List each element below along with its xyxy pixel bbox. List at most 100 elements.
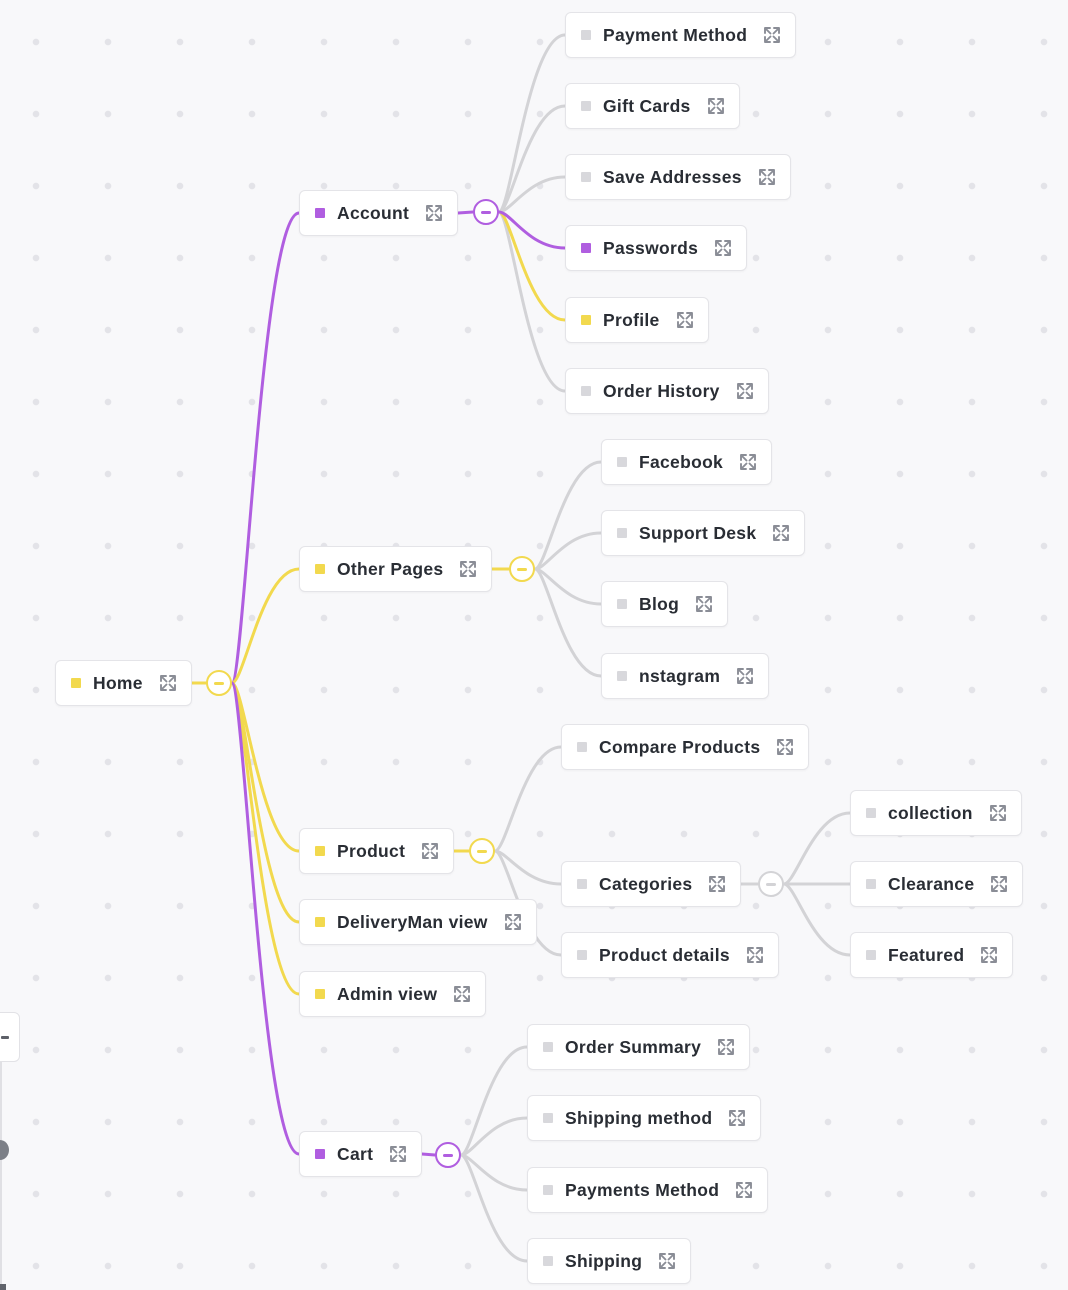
- color-marker: [543, 1042, 553, 1052]
- expand-arrows-icon[interactable]: [987, 802, 1009, 824]
- collapse-minus-icon[interactable]: [435, 1142, 461, 1168]
- node-order-summary[interactable]: Order Summary: [527, 1024, 751, 1070]
- expand-arrows-icon[interactable]: [502, 911, 524, 933]
- connector-line: [497, 104, 567, 214]
- node-compare-products[interactable]: Compare Products: [561, 724, 810, 770]
- connector-line: [782, 811, 852, 886]
- node-admin-view[interactable]: Admin view: [299, 971, 487, 1017]
- expand-arrows-icon[interactable]: [423, 202, 445, 224]
- node-account[interactable]: Account: [299, 190, 459, 236]
- color-marker: [581, 315, 591, 325]
- collapse-minus-icon[interactable]: [469, 838, 495, 864]
- expand-arrows-icon[interactable]: [726, 1107, 748, 1129]
- expand-arrows-icon[interactable]: [457, 558, 479, 580]
- expand-arrows-icon[interactable]: [674, 309, 696, 331]
- node-facebook[interactable]: Facebook: [601, 439, 773, 485]
- expand-arrows-icon[interactable]: [656, 1250, 678, 1272]
- node-gift-cards[interactable]: Gift Cards: [565, 83, 740, 129]
- node-label: Account: [337, 202, 410, 223]
- expand-arrows-icon[interactable]: [715, 1036, 737, 1058]
- color-marker: [581, 30, 591, 40]
- expand-arrows-icon[interactable]: [712, 237, 734, 259]
- connector-line: [230, 567, 301, 685]
- expand-arrows-icon[interactable]: [734, 380, 756, 402]
- collapse-minus-icon[interactable]: [758, 871, 784, 897]
- expand-arrows-icon[interactable]: [978, 944, 1000, 966]
- expand-arrows-icon[interactable]: [988, 873, 1010, 895]
- expand-arrows-icon[interactable]: [774, 736, 796, 758]
- connector-line: [420, 1152, 437, 1157]
- node-cart[interactable]: Cart: [299, 1131, 423, 1177]
- expand-arrows-icon[interactable]: [706, 873, 728, 895]
- expand-arrows-icon[interactable]: [693, 593, 715, 615]
- node-save-addresses[interactable]: Save Addresses: [565, 154, 791, 200]
- connector-line: [459, 1116, 529, 1157]
- minus-glyph: [766, 882, 776, 886]
- node-nstagram[interactable]: nstagram: [601, 653, 770, 699]
- color-marker: [866, 808, 876, 818]
- node-product-details[interactable]: Product details: [561, 932, 779, 978]
- node-deliveryman-view[interactable]: DeliveryMan view: [299, 899, 537, 945]
- expand-arrows-icon[interactable]: [734, 665, 756, 687]
- color-marker: [866, 950, 876, 960]
- color-marker: [866, 879, 876, 889]
- expand-arrows-icon[interactable]: [705, 95, 727, 117]
- collapse-minus-icon[interactable]: [473, 199, 499, 225]
- expand-arrows-icon[interactable]: [733, 1179, 755, 1201]
- expand-arrows-icon[interactable]: [756, 166, 778, 188]
- expand-arrows-icon[interactable]: [451, 983, 473, 1005]
- node-label: Facebook: [639, 451, 724, 472]
- collapse-minus-icon[interactable]: [509, 556, 535, 582]
- node-support-desk[interactable]: Support Desk: [601, 510, 806, 556]
- expand-arrows-icon[interactable]: [419, 840, 441, 862]
- color-marker: [581, 172, 591, 182]
- node-label: collection: [888, 802, 973, 823]
- node-other-pages[interactable]: Other Pages: [299, 546, 493, 592]
- node-label: Payment Method: [603, 24, 748, 45]
- node-payments-method[interactable]: Payments Method: [527, 1167, 769, 1213]
- node-product[interactable]: Product: [299, 828, 455, 874]
- node-blog[interactable]: Blog: [601, 581, 729, 627]
- zoom-in-icon[interactable]: [0, 1284, 6, 1290]
- node-clearance[interactable]: Clearance: [850, 861, 1024, 907]
- node-label: Featured: [888, 944, 965, 965]
- node-categories[interactable]: Categories: [561, 861, 742, 907]
- node-label: Shipping: [565, 1250, 643, 1271]
- node-label: Save Addresses: [603, 166, 742, 187]
- node-label: nstagram: [639, 665, 721, 686]
- node-label: Product details: [599, 944, 730, 965]
- expand-arrows-icon[interactable]: [761, 24, 783, 46]
- node-label: Passwords: [603, 237, 699, 258]
- expand-arrows-icon[interactable]: [770, 522, 792, 544]
- node-featured[interactable]: Featured: [850, 932, 1014, 978]
- zoom-out-icon[interactable]: [1, 1036, 9, 1039]
- zoom-slider-handle[interactable]: [0, 1140, 9, 1160]
- node-profile[interactable]: Profile: [565, 297, 709, 343]
- node-label: Admin view: [337, 983, 438, 1004]
- color-marker: [617, 671, 627, 681]
- color-marker: [543, 1256, 553, 1266]
- node-shipping-method[interactable]: Shipping method: [527, 1095, 762, 1141]
- connector-line: [497, 175, 567, 214]
- collapse-minus-icon[interactable]: [206, 670, 232, 696]
- connector-line: [497, 210, 567, 250]
- node-home[interactable]: Home: [55, 660, 192, 706]
- node-order-history[interactable]: Order History: [565, 368, 769, 414]
- connector-line: [497, 210, 567, 322]
- node-label: Gift Cards: [603, 95, 691, 116]
- node-label: Cart: [337, 1143, 374, 1164]
- expand-arrows-icon[interactable]: [387, 1143, 409, 1165]
- expand-arrows-icon[interactable]: [157, 672, 179, 694]
- color-marker: [617, 528, 627, 538]
- node-collection[interactable]: collection: [850, 790, 1022, 836]
- expand-arrows-icon[interactable]: [737, 451, 759, 473]
- connector-line: [493, 745, 563, 853]
- node-shipping[interactable]: Shipping: [527, 1238, 692, 1284]
- node-label: Blog: [639, 593, 680, 614]
- node-payment-method[interactable]: Payment Method: [565, 12, 797, 58]
- zoom-panel[interactable]: [0, 1012, 20, 1062]
- node-passwords[interactable]: Passwords: [565, 225, 748, 271]
- node-label: Home: [93, 672, 143, 693]
- color-marker: [581, 101, 591, 111]
- expand-arrows-icon[interactable]: [744, 944, 766, 966]
